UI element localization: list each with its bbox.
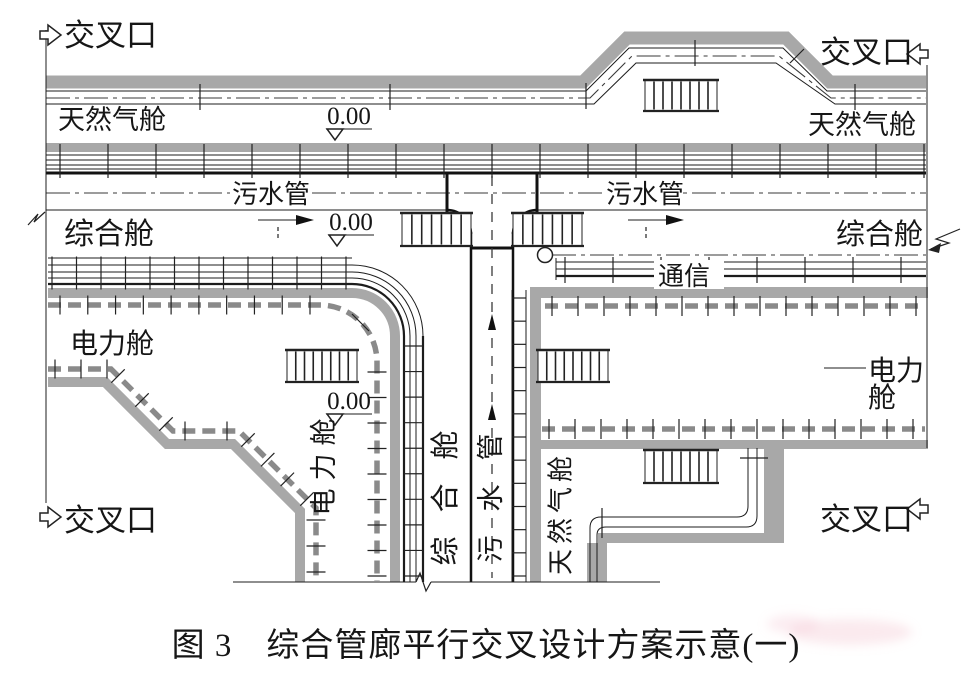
intersection-label-bottom-left: 交叉口 — [64, 503, 157, 538]
hatch-frame — [401, 212, 472, 247]
gas-compartment-label-right: 天然气舱 — [808, 110, 916, 140]
power-compartment-label-vertical: 电力舱 — [309, 411, 339, 516]
hatch-grate — [643, 78, 719, 113]
power-cable-left-2 — [48, 366, 319, 582]
flow-arrow-right-head-icon — [666, 215, 684, 225]
intersection-label-top-left: 交叉口 — [64, 18, 157, 53]
hatch-grate — [511, 211, 584, 248]
sewage-pipe-label-vertical: 污水管 — [476, 410, 506, 563]
label-bg — [654, 260, 724, 289]
gas-band-ticks — [199, 40, 856, 110]
symbols — [27, 23, 961, 529]
text-labels: 交叉口 交叉口 交叉口 交叉口 天然气舱 天然气舱 0.00 0.00 0.00… — [58, 18, 924, 664]
generated-ticks — [51, 144, 925, 577]
sewage-pipe-label-right: 污水管 — [606, 180, 684, 209]
pipe-flow-arrow-2-icon — [488, 404, 496, 420]
elevation-marker-top — [325, 128, 372, 142]
left-tunnel-wall — [48, 288, 352, 298]
hatch-grate — [536, 348, 610, 384]
sewage-pipe-label-left: 污水管 — [232, 180, 310, 209]
pipe-flow-arrow-1-icon — [488, 314, 496, 330]
gas-compartment-label-bottom: 天然气舱 — [547, 451, 576, 575]
continuation-arrow-bottom-right-icon — [905, 497, 929, 521]
break-mark-right-icon — [930, 228, 961, 250]
bottom-edge-break — [415, 571, 432, 593]
left-band-thick-line — [48, 282, 406, 337]
tick-mark — [240, 432, 256, 448]
tick-mark — [134, 392, 150, 408]
junction-side-walls — [445, 173, 539, 212]
watermark-blob — [767, 615, 912, 645]
pipe-ladder-rails — [511, 290, 527, 582]
left-band-lines — [48, 264, 424, 337]
vertical-band-outer-rails — [402, 336, 425, 582]
tick-mark — [280, 472, 295, 487]
hatch-grate — [643, 448, 719, 485]
manhole-circle-icon — [536, 246, 554, 264]
elevation-marker-lower — [325, 413, 372, 427]
communication-label: 通信 — [658, 262, 710, 291]
utility-compartment-label-right: 综合舱 — [836, 218, 923, 251]
elevation-value-top: 0.00 — [327, 103, 371, 130]
break-mark-right-arrowhead-icon — [928, 243, 941, 253]
right-box-wall-top — [530, 287, 928, 298]
continuation-arrow-top-right-icon — [905, 42, 929, 66]
gas-branch-pipe-inner — [596, 448, 758, 582]
generated-hatches — [285, 78, 719, 485]
label-bg — [604, 178, 682, 208]
gas-tunnel-centerline — [46, 55, 926, 99]
gas-branch-wall-vertical — [764, 448, 784, 543]
tick-mark — [158, 416, 174, 432]
trench-wall-top — [46, 143, 926, 152]
cable-arc-tick — [351, 313, 370, 332]
gas-tunnel-wall-top — [46, 31, 926, 89]
sewage-pipe-walls — [469, 232, 515, 582]
continuation-arrow-bottom-left-icon — [39, 505, 63, 529]
construction-lines — [45, 30, 928, 593]
right-box-wall-bottom — [530, 440, 928, 449]
hatch-grate — [400, 211, 473, 248]
gas-compartment-label-left: 天然气舱 — [58, 105, 166, 135]
flow-arrow-left-head-icon — [296, 215, 314, 225]
figure-caption: 图 3 综合管廊平行交叉设计方案示意(一) — [172, 627, 801, 664]
intersection-label-top-right: 交叉口 — [820, 35, 913, 70]
vertical-band-rails — [409, 336, 417, 582]
label-bg — [230, 178, 308, 208]
elevation-value-lower: 0.00 — [327, 388, 371, 415]
communication-rack-lines — [556, 261, 926, 270]
elevation-value-middle: 0.00 — [329, 209, 373, 236]
utility-compartment-label-vertical: 综合舱 — [429, 406, 462, 565]
power-tunnel-zigzag-wall — [48, 377, 305, 582]
power-compartment-label-right-2: 舱 — [868, 382, 896, 414]
tick-mark — [299, 491, 315, 507]
gas-branch-pipe-outer — [589, 448, 749, 582]
gas-tunnel-inner-line-2 — [46, 62, 926, 105]
power-compartment-label-right-1: 电力 — [868, 355, 924, 387]
continuation-arrow-top-left-icon — [39, 23, 63, 47]
tick-mark — [260, 452, 275, 467]
gas-branch-wall-horizontal — [598, 533, 784, 543]
break-mark-left-icon — [27, 211, 46, 226]
utility-compartment-label-left: 综合舱 — [64, 218, 154, 251]
hatch-grate — [285, 348, 359, 384]
power-compartment-label-left: 电力舱 — [70, 328, 154, 360]
tick-mark — [110, 368, 126, 384]
gas-tunnel-inner-line-1 — [46, 47, 926, 92]
intersection-label-bottom-right: 交叉口 — [820, 502, 913, 537]
gas-branch-ticks — [601, 457, 768, 538]
left-tunnel-wall-vertical — [390, 336, 400, 582]
elevation-marker-middle — [327, 234, 374, 248]
tunnel-wall-bands — [46, 31, 928, 582]
left-tunnel-wall-corner — [351, 288, 400, 337]
